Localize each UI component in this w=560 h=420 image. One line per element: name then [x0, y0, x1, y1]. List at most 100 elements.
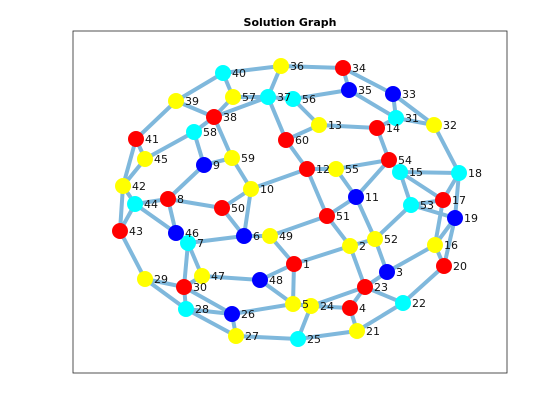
node-label-2: 2 — [359, 240, 366, 253]
node-label-36: 36 — [290, 60, 304, 73]
node-label-44: 44 — [144, 198, 158, 211]
edge-27-28 — [184, 307, 238, 338]
node-51 — [319, 208, 335, 224]
node-58 — [186, 124, 202, 140]
edge-39-40 — [174, 71, 225, 103]
node-28 — [178, 301, 194, 317]
node-label-34: 34 — [352, 62, 366, 75]
node-4 — [342, 300, 358, 316]
edge-42-41 — [121, 137, 138, 188]
node-14 — [369, 120, 385, 136]
edge-14-13 — [317, 123, 379, 130]
node-18 — [451, 165, 467, 181]
node-6 — [236, 228, 252, 244]
node-label-56: 56 — [302, 93, 316, 106]
node-13 — [311, 117, 327, 133]
edge-21-25 — [296, 329, 359, 341]
node-label-9: 9 — [213, 159, 220, 172]
node-46 — [168, 225, 184, 241]
edge-49-51 — [268, 214, 329, 238]
node-label-12: 12 — [316, 163, 330, 176]
node-label-41: 41 — [145, 133, 159, 146]
node-label-23: 23 — [374, 281, 388, 294]
edge-6-7 — [186, 234, 246, 245]
node-label-29: 29 — [154, 273, 168, 286]
node-2 — [342, 238, 358, 254]
node-40 — [215, 65, 231, 81]
node-label-43: 43 — [129, 225, 143, 238]
node-label-37: 37 — [277, 91, 291, 104]
node-44 — [127, 196, 143, 212]
node-8 — [160, 191, 176, 207]
node-label-35: 35 — [358, 84, 372, 97]
node-label-33: 33 — [402, 88, 416, 101]
node-label-18: 18 — [468, 167, 482, 180]
edge-12-10 — [249, 167, 309, 191]
node-label-26: 26 — [241, 308, 255, 321]
node-label-42: 42 — [132, 180, 146, 193]
node-label-7: 7 — [197, 237, 204, 250]
node-48 — [252, 272, 268, 288]
node-26 — [224, 306, 240, 322]
node-60 — [278, 132, 294, 148]
edge-58-45 — [143, 130, 196, 161]
node-label-53: 53 — [420, 199, 434, 212]
node-3 — [379, 264, 395, 280]
node-label-20: 20 — [453, 260, 467, 273]
node-label-55: 55 — [345, 163, 359, 176]
node-label-15: 15 — [409, 166, 423, 179]
node-label-59: 59 — [241, 152, 255, 165]
node-label-24: 24 — [320, 300, 334, 313]
edge-3-16 — [385, 243, 437, 274]
node-32 — [426, 117, 442, 133]
node-27 — [228, 328, 244, 344]
node-20 — [436, 258, 452, 274]
edge-56-35 — [291, 88, 351, 101]
edge-20-22 — [401, 264, 446, 305]
edge-50-8 — [166, 197, 224, 210]
node-label-52: 52 — [384, 233, 398, 246]
node-10 — [243, 181, 259, 197]
node-label-13: 13 — [328, 119, 342, 132]
edge-9-8 — [166, 163, 206, 201]
node-label-16: 16 — [444, 239, 458, 252]
node-label-39: 39 — [185, 95, 199, 108]
edge-19-20 — [442, 216, 457, 268]
node-label-38: 38 — [223, 111, 237, 124]
node-label-19: 19 — [464, 212, 478, 225]
node-label-32: 32 — [443, 119, 457, 132]
node-19 — [447, 210, 463, 226]
node-29 — [137, 271, 153, 287]
node-52 — [367, 231, 383, 247]
node-label-27: 27 — [245, 330, 259, 343]
edge-2-1 — [292, 244, 352, 266]
edge-25-27 — [234, 334, 300, 341]
node-45 — [137, 151, 153, 167]
node-38 — [206, 109, 222, 125]
node-label-11: 11 — [365, 191, 379, 204]
edge-23-24 — [309, 285, 367, 308]
nodes-layer — [112, 58, 467, 347]
node-label-30: 30 — [193, 281, 207, 294]
node-31 — [388, 110, 404, 126]
node-55 — [328, 161, 344, 177]
node-49 — [262, 228, 278, 244]
edge-22-21 — [355, 301, 405, 333]
node-41 — [128, 131, 144, 147]
edge-34-33 — [341, 66, 395, 96]
edge-17-15 — [398, 170, 445, 202]
node-12 — [299, 161, 315, 177]
edge-40-36 — [221, 64, 283, 75]
node-label-4: 4 — [359, 302, 366, 315]
node-11 — [348, 189, 364, 205]
node-label-21: 21 — [366, 325, 380, 338]
node-33 — [385, 86, 401, 102]
node-17 — [435, 192, 451, 208]
node-label-6: 6 — [253, 230, 260, 243]
node-label-14: 14 — [386, 122, 400, 135]
edge-41-39 — [134, 99, 178, 141]
node-label-28: 28 — [195, 303, 209, 316]
node-36 — [273, 58, 289, 74]
node-24 — [303, 298, 319, 314]
